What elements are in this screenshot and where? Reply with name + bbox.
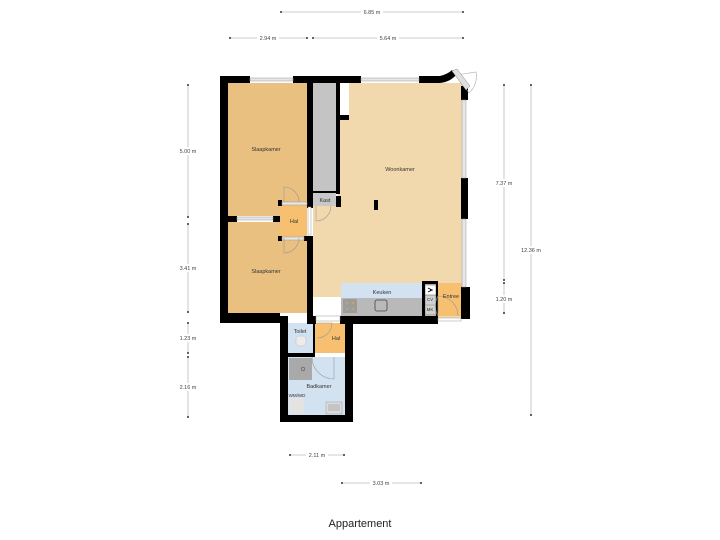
label-mk: MK: [427, 307, 434, 312]
doorway-kitchen-hall: [315, 315, 341, 322]
toilet-bowl: [295, 335, 307, 347]
dim-right-2: 1.20 m: [496, 297, 513, 303]
label-hall-bottom: Hal: [332, 336, 340, 342]
window-living-right-1: [461, 99, 467, 179]
dimension-labels: 6.85 m 2.94 m 5.64 m 5.00 m 3.41 m 1.23 …: [176, 8, 545, 487]
front-door-frame: [437, 317, 462, 322]
door-toilet: [316, 322, 333, 339]
door-frame-hall-bottom: [281, 236, 305, 241]
dim-left-4: 2.16 m: [180, 385, 197, 391]
label-washer: WM/WD: [289, 393, 306, 398]
window-bedroom-divider: [236, 216, 274, 221]
label-bathroom: Badkamer: [306, 384, 331, 390]
door-bedroom2: [283, 237, 300, 254]
dim-top-total: 6.85 m: [364, 10, 381, 16]
washer-space: [289, 398, 304, 414]
fixtures: [289, 284, 437, 415]
dim-left-1: 5.00 m: [180, 149, 197, 155]
walls: [220, 70, 470, 422]
entrance-floor: [437, 283, 464, 316]
dim-top-right: 5.64 m: [380, 36, 397, 42]
door-frame-hall-top: [281, 201, 308, 206]
sink: [374, 299, 388, 312]
window-living-top: [360, 77, 420, 82]
doorway-hall-living: [307, 206, 312, 236]
bedroom1-floor: [228, 83, 307, 216]
label-closet: Kast: [319, 198, 330, 204]
living-room-floor: [313, 83, 464, 318]
dim-right-1: 7.37 m: [496, 181, 513, 187]
label-bedroom2: Slaapkamer: [251, 269, 281, 275]
label-entrance: Entree: [443, 294, 459, 300]
dim-top-left: 2.94 m: [260, 36, 277, 42]
dim-bottom-1: 2.11 m: [309, 453, 326, 459]
label-cv: CV: [427, 297, 433, 302]
label-hall-top: Hal: [290, 219, 298, 225]
label-bedroom1: Slaapkamer: [251, 147, 281, 153]
dim-left-2: 3.41 m: [180, 266, 197, 272]
dim-bottom-2: 3.03 m: [373, 481, 390, 487]
dim-right-total: 12.36 m: [521, 248, 541, 254]
label-living: Woonkamer: [385, 167, 415, 173]
dim-left-3: 1.23 m: [180, 336, 197, 342]
windows: [236, 77, 467, 322]
balcony-door-leaf: [451, 68, 471, 91]
room-floors: [228, 83, 464, 415]
label-kitchen: Keuken: [373, 290, 392, 296]
stove: [343, 299, 357, 313]
room-labels: Slaapkamer Slaapkamer Hal Kast Woonkamer…: [251, 147, 459, 398]
door-bedroom1: [283, 186, 300, 203]
door-entrance-2: [435, 295, 439, 317]
hall-top-floor: [280, 204, 307, 238]
kitchen-counter: [341, 298, 422, 316]
window-living-right-2: [461, 218, 467, 288]
shower: [289, 358, 312, 380]
window-bedroom1: [249, 77, 294, 82]
door-swings: [283, 71, 477, 380]
closet-floor: [313, 193, 336, 206]
electric-meter-icon: [427, 287, 433, 293]
plan-title: Appartement: [328, 518, 392, 530]
label-toilet: Toilet: [294, 329, 307, 335]
door-bathroom: [311, 356, 335, 380]
door-entrance: [437, 295, 459, 317]
door-closet: [315, 205, 332, 222]
